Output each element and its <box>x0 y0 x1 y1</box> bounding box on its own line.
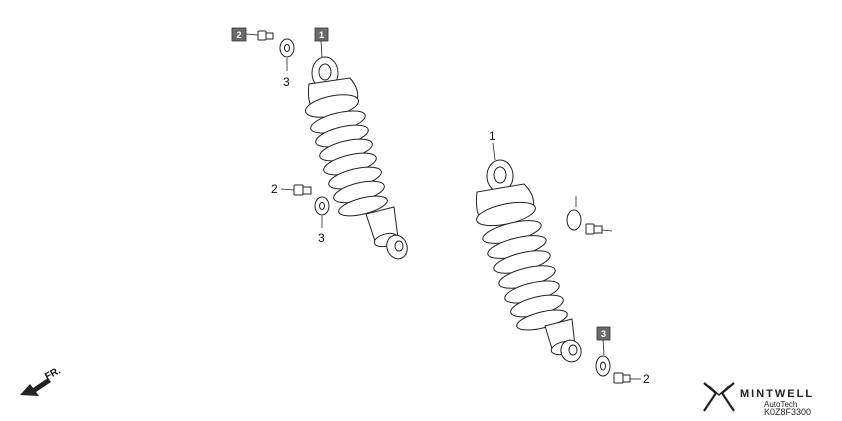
ref-box-1-label: 1 <box>319 30 324 40</box>
bolt-top-left <box>257 30 274 41</box>
washer-bottom-right <box>595 355 611 377</box>
ref-box-2: 2 <box>231 27 247 42</box>
callout-2-mid: 2 <box>271 182 278 196</box>
spring-right <box>482 220 568 331</box>
bolt-mid-left <box>293 184 312 196</box>
front-direction-label: FR. <box>43 365 63 382</box>
callout-3-top: 3 <box>283 75 290 89</box>
brand-name: MINTWELL <box>740 388 814 400</box>
mintwell-logo-icon <box>703 382 735 412</box>
callout-1-right: 1 <box>489 129 496 143</box>
brand-tagline: AutoTech <box>764 400 797 409</box>
bolt-mid-right <box>585 223 603 235</box>
ref-box-3: 3 <box>596 326 611 341</box>
bolt-bottom-right <box>613 372 631 384</box>
front-direction-arrow-icon <box>20 378 51 396</box>
washer-mid-left <box>314 196 330 216</box>
spring-left <box>310 110 388 217</box>
ref-box-2-label: 2 <box>236 30 241 40</box>
callout-2-bottom: 2 <box>643 372 650 386</box>
shock-absorber-left <box>305 56 408 260</box>
ref-box-1: 1 <box>314 27 329 42</box>
washer-top-left <box>279 38 295 58</box>
callout-3-mid: 3 <box>318 231 325 245</box>
ref-box-3-label: 3 <box>601 329 606 339</box>
shock-absorber-right <box>475 159 582 363</box>
diagram-code: K0Z8F3300 <box>764 407 811 417</box>
washer-mid-right <box>566 209 582 231</box>
